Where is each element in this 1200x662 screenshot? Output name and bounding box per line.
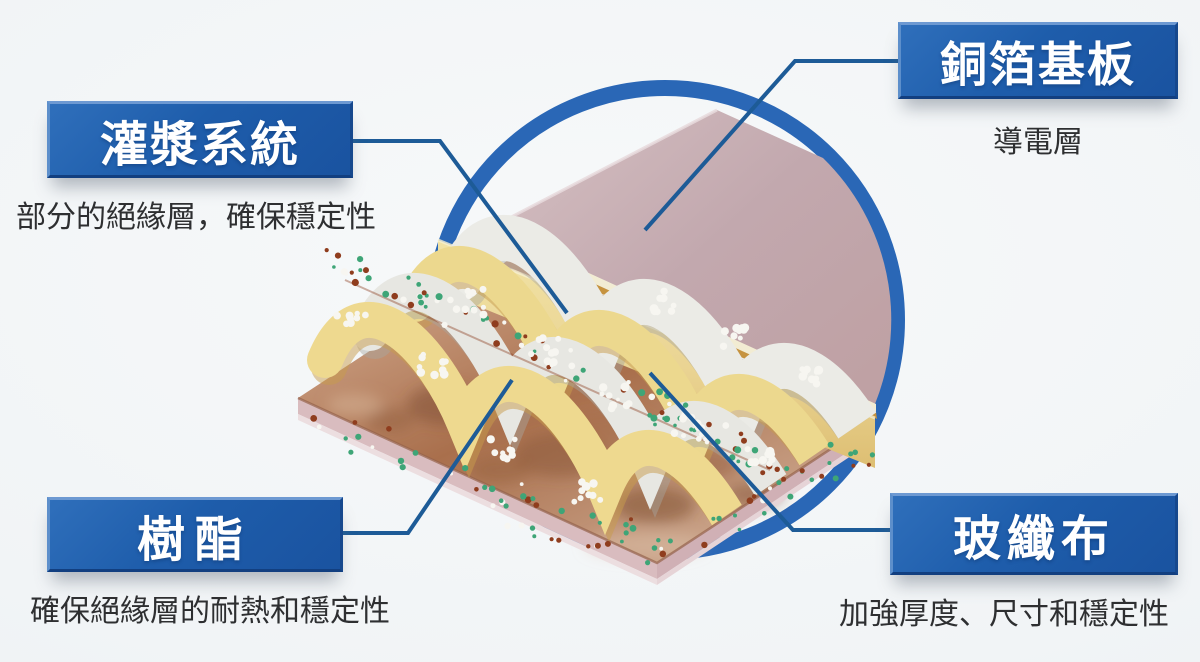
label-copper-foil-title: 銅箔基板 (940, 38, 1136, 91)
label-resin-title: 樹酯 (136, 513, 253, 567)
filler-particles (310, 248, 876, 566)
callout-line-fiberglass (648, 371, 890, 532)
label-resin-box: 樹酯 (47, 497, 343, 572)
label-copper-foil-box: 銅箔基板 (898, 22, 1178, 99)
callout-line-copper-foil (643, 59, 898, 232)
callout-lines (343, 59, 898, 535)
fiberglass-layers (307, 215, 908, 577)
callout-line-grouting (353, 139, 569, 315)
subtitle-grouting: 部分的絕緣層，確保穩定性 (16, 201, 376, 234)
callout-line-resin (343, 378, 514, 535)
label-grouting-title: 灌漿系統 (99, 118, 300, 172)
subtitle-fiberglass: 加強厚度、尺寸和穩定性 (839, 598, 1169, 631)
label-grouting-box: 灌漿系統 (47, 101, 353, 178)
subtitle-copper-foil: 導電層 (993, 126, 1083, 159)
label-fiberglass-title: 玻纖布 (952, 513, 1115, 566)
subtitle-resin: 確保絕緣層的耐熱和穩定性 (30, 595, 390, 628)
label-fiberglass-box: 玻纖布 (890, 493, 1178, 575)
